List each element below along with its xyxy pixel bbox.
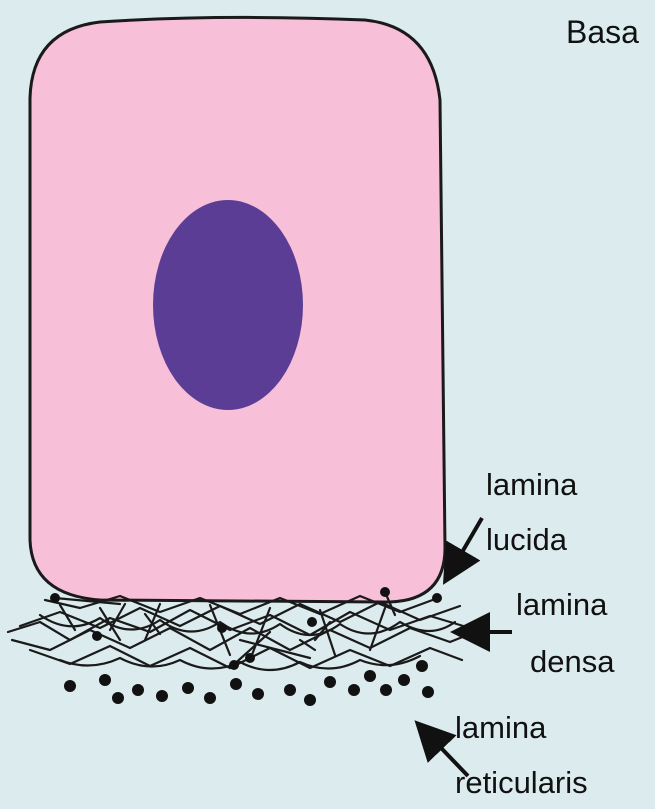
lamina-reticularis-label-line2: reticularis <box>455 765 588 801</box>
lamina-lucida-label-line2: lucida <box>486 522 567 558</box>
lamina-densa-fibers <box>8 592 480 670</box>
lamina-densa-label-line1: lamina <box>516 587 607 623</box>
lamina-reticularis-label-line1: lamina <box>455 710 546 746</box>
lamina-densa-label-line2: densa <box>530 644 614 680</box>
lamina-lucida-arrow <box>447 518 482 578</box>
nucleus <box>153 200 303 410</box>
lamina-lucida-label-line1: lamina <box>486 467 577 503</box>
